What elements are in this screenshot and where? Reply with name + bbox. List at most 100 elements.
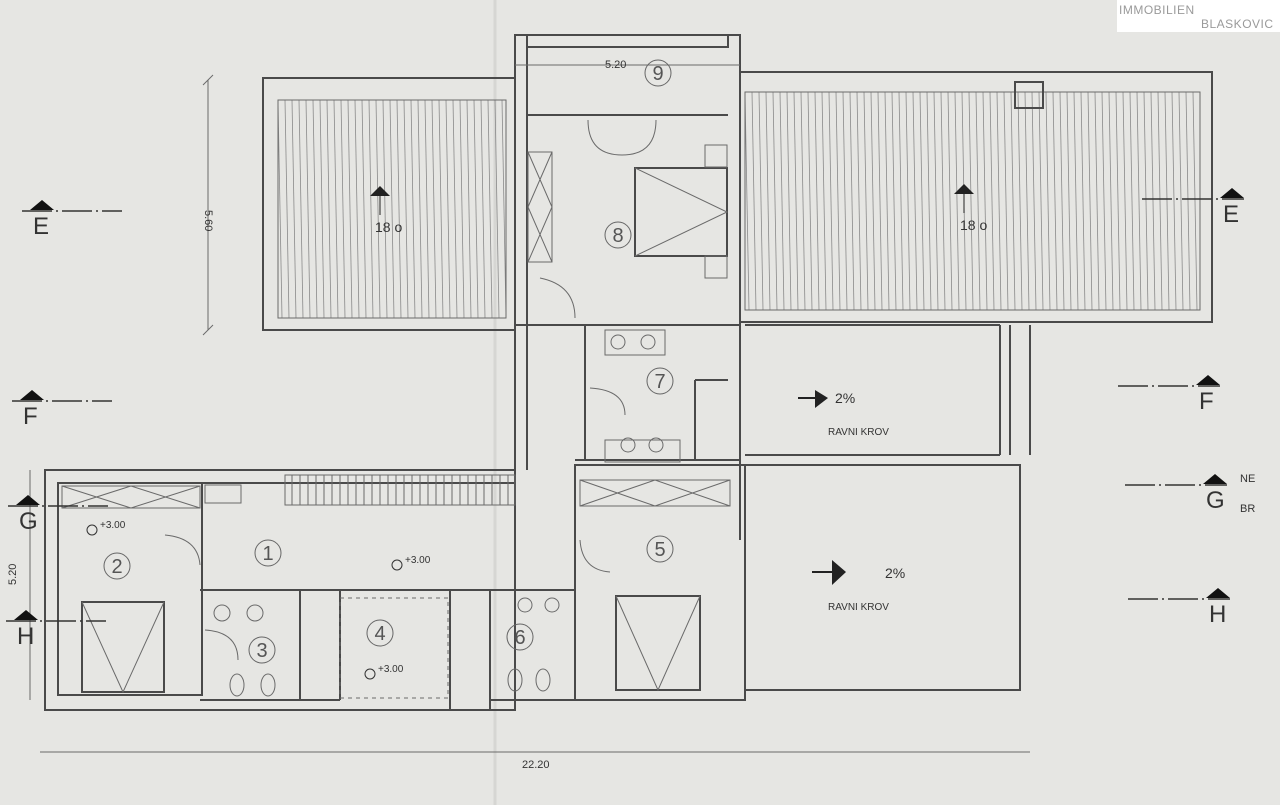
stair-treads bbox=[291, 475, 509, 505]
hatch-line bbox=[445, 99, 451, 319]
hatch-line bbox=[793, 91, 799, 311]
section-arrow-icon bbox=[20, 390, 44, 400]
room-number: 4 bbox=[374, 623, 385, 645]
level-marker: +3.00 bbox=[100, 520, 126, 531]
room-number-circle bbox=[366, 619, 394, 647]
roof-hatching bbox=[277, 91, 1198, 319]
wardrobe-cross bbox=[61, 485, 201, 509]
right-roof-inner bbox=[744, 91, 1201, 311]
level-marker: +3.00 bbox=[405, 555, 431, 566]
room-number: 8 bbox=[612, 225, 623, 247]
hatch-line bbox=[1059, 91, 1065, 311]
section-label-g: G bbox=[19, 508, 38, 535]
hatch-line bbox=[1143, 91, 1149, 311]
hatch-line bbox=[940, 91, 946, 311]
room-number: 1 bbox=[262, 543, 273, 565]
hatch-line bbox=[1136, 91, 1142, 311]
hatch-line bbox=[912, 91, 918, 311]
lower-right-walls bbox=[490, 324, 1031, 701]
roof-pitch-left: 18 o bbox=[375, 219, 402, 235]
level-icon bbox=[391, 559, 403, 571]
door-swing bbox=[164, 534, 201, 566]
section-label-h: H bbox=[1209, 601, 1226, 628]
room-number: 3 bbox=[256, 640, 267, 662]
hatch-line bbox=[291, 99, 297, 319]
hatch-line bbox=[779, 91, 785, 311]
nightstand bbox=[704, 255, 728, 279]
stove bbox=[204, 484, 242, 504]
hatch-line bbox=[424, 99, 430, 319]
door-swing bbox=[204, 629, 239, 661]
hatch-line bbox=[305, 99, 311, 319]
hatch-line bbox=[389, 99, 395, 319]
hatch-line bbox=[277, 99, 283, 319]
hatch-line bbox=[1185, 91, 1191, 311]
side-note: NE bbox=[1240, 473, 1255, 485]
nightstand bbox=[704, 144, 728, 168]
hatch-line bbox=[1122, 91, 1128, 311]
left-roof-inner bbox=[277, 99, 507, 319]
hatch-line bbox=[821, 91, 827, 311]
hatch-line bbox=[438, 99, 444, 319]
hatch-line bbox=[947, 91, 953, 311]
section-label-g: G bbox=[1206, 487, 1225, 514]
roof-pitch-arrow-icon bbox=[954, 184, 974, 194]
hatch-line bbox=[744, 91, 750, 311]
hatch-line bbox=[1017, 91, 1023, 311]
pitch-arrows bbox=[370, 184, 974, 585]
slope-upper: 2% bbox=[835, 390, 855, 406]
bathroom-6-fixtures bbox=[507, 597, 560, 692]
hatch-line bbox=[1094, 91, 1100, 311]
hatch-line bbox=[326, 99, 332, 319]
section-arrow-icon bbox=[1196, 375, 1220, 385]
roof-pitch-arrow-icon bbox=[370, 186, 390, 196]
hatch-line bbox=[1178, 91, 1184, 311]
section-arrow-icon bbox=[14, 610, 38, 620]
hatch-line bbox=[807, 91, 813, 311]
hatch-line bbox=[856, 91, 862, 311]
hatch-line bbox=[1108, 91, 1114, 311]
hatch-line bbox=[835, 91, 841, 311]
hatch-line bbox=[354, 99, 360, 319]
dim-top: 5.20 bbox=[605, 59, 626, 71]
hatch-line bbox=[1171, 91, 1177, 311]
hatch-line bbox=[1087, 91, 1093, 311]
hatch-line bbox=[905, 91, 911, 311]
section-label-e: E bbox=[1223, 201, 1239, 228]
section-arrow-icon bbox=[30, 200, 54, 210]
room-number-circle bbox=[604, 221, 632, 249]
hatch-line bbox=[975, 91, 981, 311]
hatch-line bbox=[926, 91, 932, 311]
hatch-line bbox=[1003, 91, 1009, 311]
room-number: 2 bbox=[111, 556, 122, 578]
level-icon bbox=[86, 524, 98, 536]
slope-arrow-icon bbox=[832, 560, 846, 585]
hatch-line bbox=[417, 99, 423, 319]
hatch-line bbox=[898, 91, 904, 311]
room-number: 6 bbox=[514, 627, 525, 649]
logo-line2: BLASKOVIC bbox=[1201, 17, 1274, 31]
section-arrow-icon bbox=[1203, 474, 1227, 484]
hatch-line bbox=[765, 91, 771, 311]
hatch-line bbox=[1115, 91, 1121, 311]
hatch-line bbox=[487, 99, 493, 319]
hatch-line bbox=[431, 99, 437, 319]
section-arrow-icon bbox=[1206, 588, 1230, 598]
door-swing bbox=[539, 277, 576, 319]
flat-roof-label-upper: RAVNI KROV bbox=[828, 427, 889, 438]
section-label-e: E bbox=[33, 213, 49, 240]
door-swing bbox=[589, 387, 626, 416]
wardrobe-cross bbox=[579, 479, 731, 507]
room-number-circle bbox=[248, 636, 276, 664]
hatch-line bbox=[919, 91, 925, 311]
hatch-line bbox=[1038, 91, 1044, 311]
hatch-line bbox=[1157, 91, 1163, 311]
hatch-line bbox=[396, 99, 402, 319]
hatch-line bbox=[466, 99, 472, 319]
hatch-line bbox=[1052, 91, 1058, 311]
hatch-line bbox=[877, 91, 883, 311]
hatch-line bbox=[333, 99, 339, 319]
room-number: 5 bbox=[654, 539, 665, 561]
